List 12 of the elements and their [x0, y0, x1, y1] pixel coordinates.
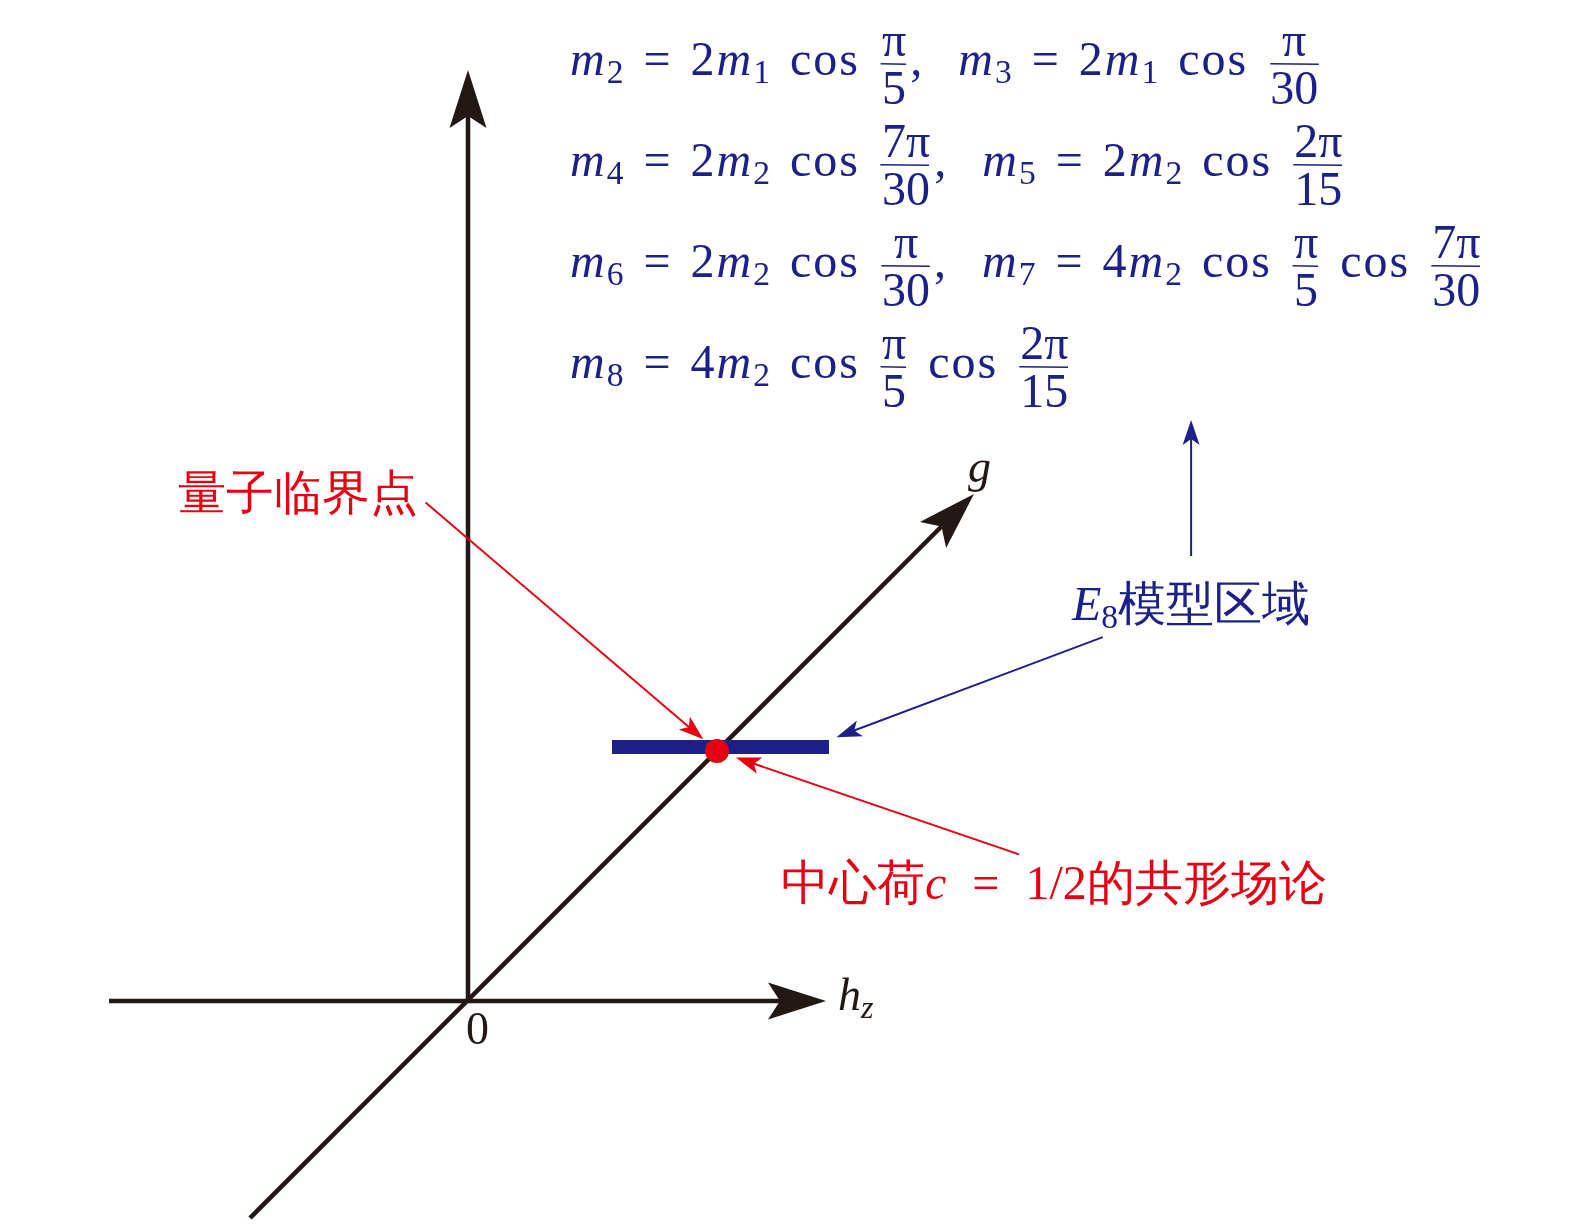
region-bar	[612, 740, 829, 754]
annotation-label: 中心荷c = 1/2的共形场论	[781, 857, 1327, 910]
annotation-label: 量子临界点	[178, 467, 418, 520]
arrow	[735, 757, 1020, 856]
axis-label: h$_{z}$	[838, 970, 874, 1021]
arrow	[1182, 420, 1200, 557]
axis-label: g	[968, 442, 991, 493]
arrow	[424, 501, 704, 740]
arrow	[836, 636, 1104, 738]
dot-marker	[705, 739, 729, 763]
annotation-label: E$_{8}$模型区域	[1072, 578, 1311, 631]
origin-label: 0	[466, 1004, 489, 1055]
